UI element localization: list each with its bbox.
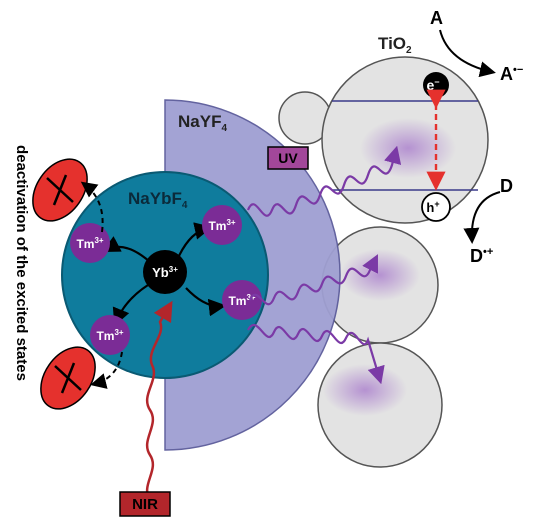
tm-ion-lower-left: Tm3+: [90, 315, 130, 355]
electron: e−: [423, 72, 449, 98]
transfer-arrow-upper-left: [102, 236, 151, 263]
donor-product-label: D•+: [470, 246, 493, 266]
svg-text:Yb3+: Yb3+: [152, 265, 178, 280]
uv-emission-waves: [246, 145, 402, 385]
deactivated-state-bottom: [40, 346, 96, 410]
tio2-label: TiO2: [378, 34, 412, 56]
svg-text:NIR: NIR: [132, 496, 158, 513]
deactivation-arrow-bottom: [90, 351, 123, 389]
uv-label-box: UV: [267, 146, 309, 170]
donor-oxidation-arrow: [463, 191, 501, 244]
naybf4-label: NaYbF4: [128, 189, 188, 211]
uv-wave-bottom: [247, 323, 385, 385]
tm-ion-upper-left: Tm3+: [70, 223, 110, 263]
svg-text:e−: e−: [426, 77, 439, 93]
svg-text:Tm3+: Tm3+: [76, 236, 103, 251]
uv-wave-top: [246, 145, 402, 217]
svg-text:Tm3+: Tm3+: [208, 218, 235, 233]
acceptor-reduction-arrow: [439, 29, 496, 78]
transfer-arrow-lower-right: [185, 287, 227, 317]
deactivation-label: deactivation of the excited states: [13, 145, 30, 381]
donor-label: D: [500, 176, 513, 196]
tm-ion-lower-right: Tm3+: [222, 280, 262, 320]
svg-text:h+: h+: [426, 199, 439, 215]
tm-ion-upper-right: Tm3+: [202, 205, 242, 245]
acceptor-product-label: A•−: [500, 64, 523, 84]
svg-text:Tm3+: Tm3+: [96, 328, 123, 343]
uv-glow-bottom: [323, 364, 407, 416]
nayf4-label: NaYF4: [178, 112, 227, 134]
uv-glow-middle: [340, 249, 420, 301]
acceptor-label: A: [430, 8, 443, 28]
nir-excitation-wave: [145, 300, 173, 501]
uv-glow-top: [360, 118, 456, 178]
svg-text:UV: UV: [278, 150, 298, 166]
uv-wave-middle: [248, 254, 378, 306]
deactivation-arrow-top: [80, 181, 104, 233]
hole: h+: [421, 192, 451, 222]
deactivated-state-top: [32, 158, 88, 222]
yb-ion: Yb3+: [143, 250, 187, 294]
nir-label-box: NIR: [119, 491, 171, 517]
